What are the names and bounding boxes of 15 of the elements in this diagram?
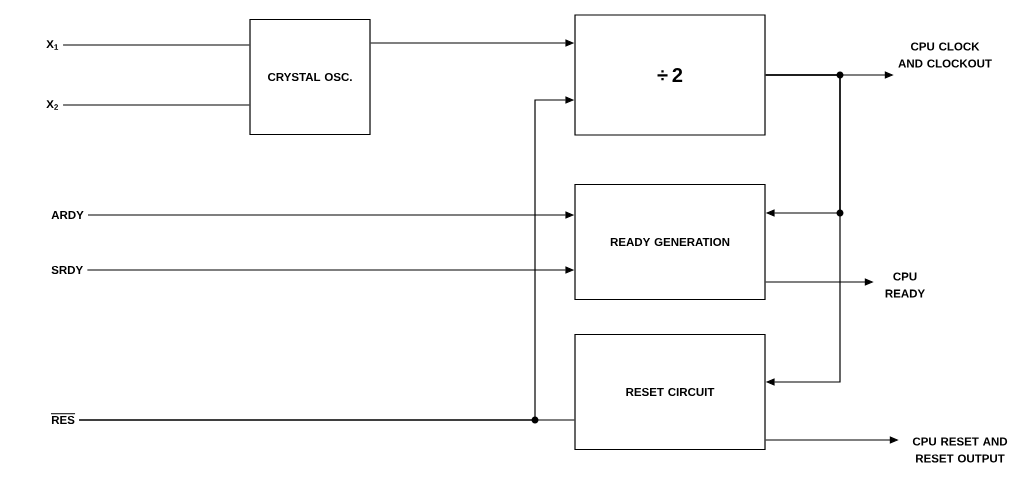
signal-label: RES: [51, 415, 75, 425]
connector: [765, 74, 841, 386]
signal-label: X$_{2}$: [46, 100, 59, 110]
block-box: RESET CIRCUIT: [574, 333, 766, 451]
block-box: CRYSTAL OSC.: [249, 18, 371, 136]
connector: [62, 44, 250, 46]
connector: [62, 104, 250, 106]
block-box: READY GENERATION: [574, 183, 766, 301]
signal-label: SRDY: [51, 265, 83, 275]
output-label: CPU RESET AND RESET OUTPUT: [912, 437, 1008, 463]
output-label: CPU CLOCK AND CLOCKOUT: [898, 42, 992, 68]
signal-label: ARDY: [51, 211, 84, 219]
signal-label: X$_{1}$: [46, 40, 59, 50]
output-label: CPU READY: [885, 272, 925, 298]
block-box: ÷ 2: [574, 14, 766, 136]
